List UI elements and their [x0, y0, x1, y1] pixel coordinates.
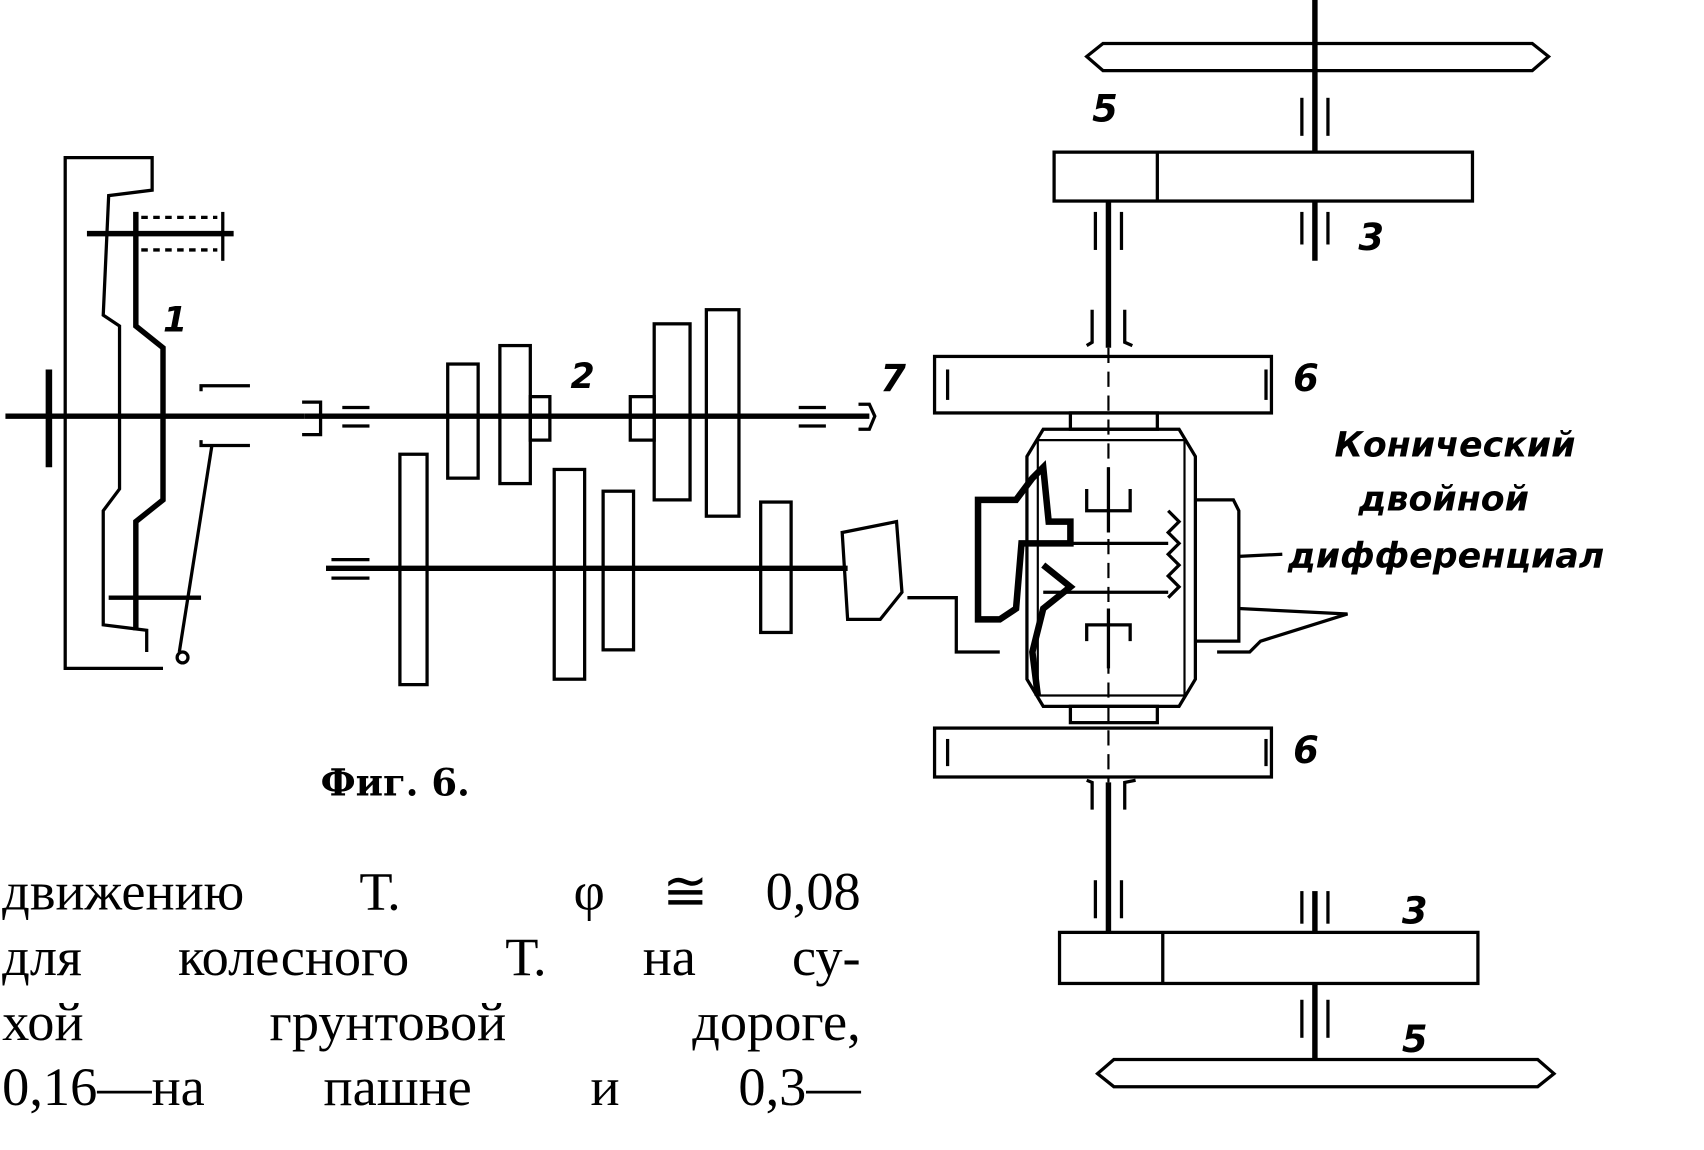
annotation-line-1: Конический: [1334, 425, 1575, 465]
figure-caption: Фиг. 6.: [321, 760, 470, 804]
wheel-bottom: [1095, 1057, 1557, 1089]
label-part-7: 7: [880, 357, 906, 400]
label-part-1: 1: [163, 300, 187, 340]
label-part-5-top: 5: [1092, 88, 1118, 131]
body-text-line: для колесного Т. на су-: [2, 925, 861, 987]
body-text: движению Т. φ ≅ 0,08 для колесного Т. на…: [2, 858, 860, 1119]
body-text-line: движению Т. φ ≅ 0,08: [2, 860, 861, 922]
body-text-line: хой грунтовой дороге,: [2, 991, 861, 1052]
label-part-2: 2: [571, 357, 595, 397]
label-part-6-top: 6: [1293, 357, 1319, 400]
differential: [907, 411, 1348, 725]
body-text-line: 0,16—на пашне и 0,3—: [2, 1056, 861, 1118]
gearbox-lower-shaft: [326, 452, 904, 687]
wheel-top: [1084, 0, 1552, 153]
label-part-3-bottom: 3: [1402, 890, 1428, 933]
label-part-3-top: 3: [1358, 216, 1384, 259]
final-drive-bottom: [1057, 778, 1480, 1060]
annotation-line-2: двойной: [1357, 480, 1529, 520]
label-part-5-bottom: 5: [1402, 1018, 1428, 1061]
final-drive-top: [1052, 150, 1475, 348]
gear-6-bottom: [932, 726, 1274, 779]
clutch-assembly: [5, 155, 305, 670]
label-part-6-bottom: 6: [1293, 729, 1319, 772]
gearbox-upper-shaft: [302, 308, 877, 518]
annotation-line-3: дифференциал: [1287, 536, 1605, 576]
